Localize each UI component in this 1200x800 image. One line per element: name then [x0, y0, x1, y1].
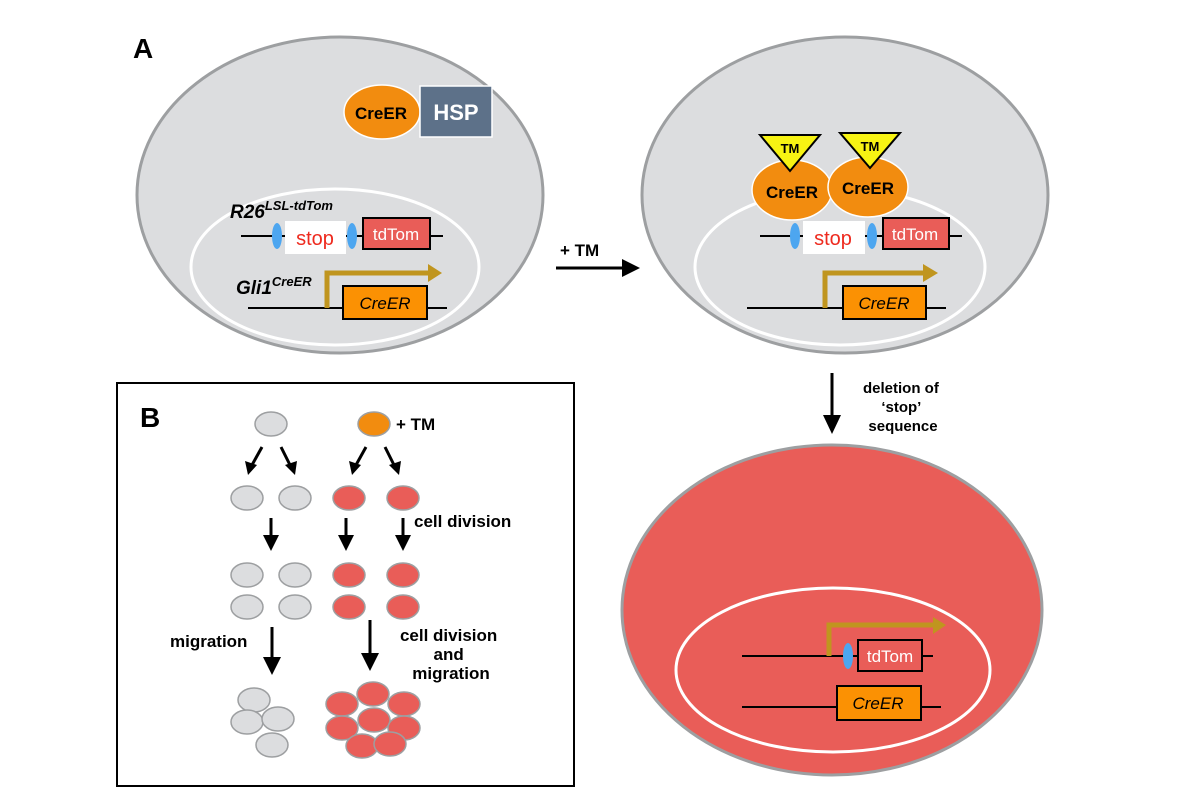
gli1-allele-name: Gli1CreER — [236, 274, 312, 299]
cell-1-membrane — [135, 35, 545, 355]
unlabeled-cell — [278, 485, 312, 511]
promoter-arrow-3 — [826, 622, 935, 656]
tm-arrow-head — [622, 259, 640, 277]
creer-gene-2 — [842, 285, 927, 320]
creer-protein-2-label: CreER — [842, 179, 894, 198]
cell-3-nucleus — [674, 586, 992, 754]
unlabeled-cell — [278, 594, 312, 620]
stop-label-2: stop — [814, 228, 852, 250]
migration-arrowheads — [263, 653, 379, 675]
labeled-cell — [332, 594, 366, 620]
promoter-arrowhead — [428, 264, 442, 282]
labeled-cell — [325, 715, 359, 741]
split-arrowheads — [245, 461, 401, 475]
creer-gene-label-2: CreER — [858, 294, 909, 313]
panel-a-label: A — [133, 33, 153, 64]
hsp-label: HSP — [433, 100, 478, 125]
labeled-cell — [386, 594, 420, 620]
stop-cassette — [285, 221, 346, 254]
cell-1-before-tm: CreER HSP R26LSL-tdTom stop tdTom Gli1Cr… — [135, 35, 545, 355]
creer-gene — [342, 285, 428, 320]
panel-b-label: B — [140, 402, 160, 433]
division-arrowheads — [263, 535, 411, 551]
labeled-cell — [386, 562, 420, 588]
creer-gene-label: CreER — [359, 294, 410, 313]
panel-b: B + TM — [116, 382, 575, 787]
labeled-cell — [332, 562, 366, 588]
creer-gene-3 — [836, 685, 922, 721]
creer-protein-label: CreER — [355, 104, 407, 123]
tdtom-gene-2 — [882, 217, 950, 250]
unlabeled-cell — [230, 485, 264, 511]
tdtom-label-3: tdTom — [867, 647, 913, 666]
migration-label: migration — [170, 632, 247, 651]
hsp-protein — [419, 85, 493, 138]
loxp-site-4 — [867, 223, 877, 249]
migration-arrows — [270, 620, 372, 660]
unlabeled-cell — [278, 562, 312, 588]
creer-gene-label-3: CreER — [852, 694, 903, 713]
split-arrows — [250, 446, 396, 466]
promoter-arrowhead-3 — [933, 617, 946, 634]
unlabeled-cell — [230, 709, 264, 735]
r26-allele-name: R26LSL-tdTom — [230, 198, 333, 223]
stop-label: stop — [296, 228, 334, 250]
labeled-cell — [325, 691, 359, 717]
labeled-cell — [357, 707, 391, 733]
labeled-cell — [356, 681, 390, 707]
promoter-arrow — [324, 270, 430, 308]
tm-molecule-2 — [837, 132, 903, 170]
division-migration-label: cell division and migration — [400, 626, 502, 683]
unlabeled-cell — [230, 594, 264, 620]
tm-molecule-1 — [757, 134, 823, 173]
deletion-arrow-head — [823, 415, 841, 434]
cell-3-membrane — [620, 443, 1044, 777]
division-arrows — [269, 518, 405, 538]
loxp-site-2 — [347, 223, 357, 249]
cell-division-label: cell division — [414, 512, 511, 531]
promoter-arrowhead-2 — [923, 264, 938, 282]
tm-molecule-1-label: TM — [781, 141, 800, 156]
unlabeled-cell — [254, 411, 288, 437]
unlabeled-cell — [255, 732, 289, 758]
promoter-arrow-2 — [822, 270, 925, 308]
tm-molecule-2-label: TM — [861, 139, 880, 154]
tdtom-gene — [362, 217, 431, 250]
cell-2-after-tm: CreER CreER TM TM stop tdTom CreER — [640, 35, 1050, 355]
labeled-cell — [387, 691, 421, 717]
creer-protein-1-label: CreER — [766, 183, 818, 202]
loxp-site-3 — [790, 223, 800, 249]
tdtom-gene-3 — [857, 639, 923, 672]
unlabeled-cell — [230, 562, 264, 588]
panel-b-tm-label: + TM — [396, 415, 435, 434]
loxp-site-remaining — [843, 643, 853, 669]
stop-cassette-2 — [803, 221, 865, 254]
deletion-arrow-label: deletion of ‘stop’ sequence — [863, 380, 943, 435]
tm-arrow-label: + TM — [560, 241, 599, 260]
unlabeled-cell — [261, 706, 295, 732]
tdtom-label: tdTom — [373, 225, 419, 244]
labeled-cell — [345, 733, 379, 759]
labeled-cell — [332, 485, 366, 511]
labeled-cell — [357, 411, 391, 437]
loxp-site-1 — [272, 223, 282, 249]
unlabeled-cell — [237, 687, 271, 713]
cell-3-recombined: tdTom CreER — [620, 443, 1044, 777]
labeled-cell — [386, 485, 420, 511]
labeled-cell — [373, 731, 407, 757]
tdtom-label-2: tdTom — [892, 225, 938, 244]
cell-1-nucleus — [189, 187, 481, 347]
